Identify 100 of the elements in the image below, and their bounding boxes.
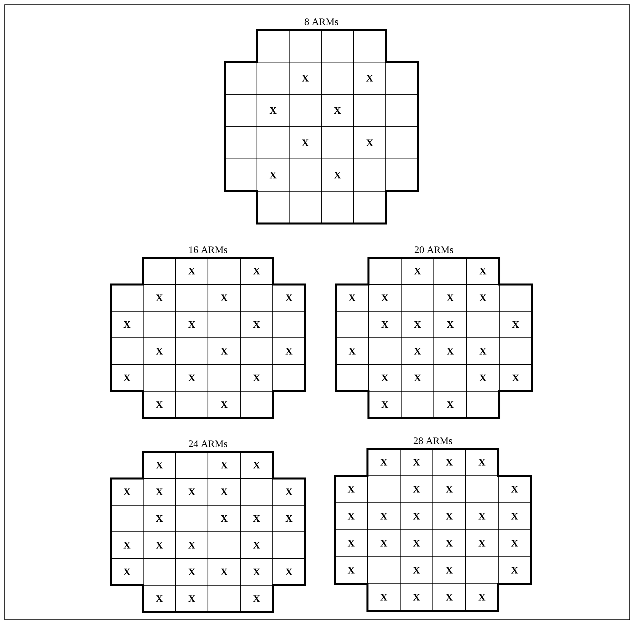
grid-cell <box>208 311 241 338</box>
marked-cell: X <box>367 502 401 530</box>
grid-cell <box>354 158 386 192</box>
marked-cell: X <box>143 585 176 612</box>
grid-cell <box>321 62 354 95</box>
grid-cell <box>272 364 306 392</box>
marked-cell: X <box>434 391 468 418</box>
marked-cell: X <box>400 584 434 612</box>
marked-cell: X <box>256 94 290 128</box>
grid-cell <box>368 258 402 285</box>
marked-cell: X <box>401 338 434 366</box>
marked-cell: X <box>400 556 434 584</box>
marked-cell: X <box>400 530 434 558</box>
grid-cell <box>386 62 418 95</box>
marked-cell: X <box>110 478 144 506</box>
grid-title: 24 ARMs <box>189 440 228 448</box>
marked-cell: X <box>334 556 368 584</box>
grid-cell <box>256 126 290 160</box>
marked-cell: X <box>336 284 369 312</box>
marked-cell: X <box>466 502 499 530</box>
marked-cell: X <box>272 478 306 506</box>
grid-cell <box>321 191 354 224</box>
marked-cell: X <box>368 311 402 338</box>
marked-cell: X <box>240 258 274 285</box>
marked-cell: X <box>498 502 532 530</box>
marked-cell: X <box>176 478 208 506</box>
grid-outline <box>110 451 306 614</box>
marked-cell: X <box>354 126 386 160</box>
grid-cell <box>208 258 241 285</box>
grid-cell <box>354 30 386 63</box>
marked-cell: X <box>272 338 306 366</box>
marked-cell: X <box>240 532 274 560</box>
marked-cell: X <box>401 364 434 392</box>
grid-cell <box>176 391 208 418</box>
marked-cell: X <box>240 505 274 532</box>
marked-cell: X <box>367 530 401 558</box>
grid-cell <box>272 532 306 560</box>
grid-cell <box>208 532 241 560</box>
grid-cell <box>224 126 258 160</box>
marked-cell: X <box>336 338 369 366</box>
grid-cell <box>289 191 322 224</box>
grid-cell <box>499 338 532 366</box>
marked-cell: X <box>176 311 208 338</box>
marked-cell: X <box>321 158 354 192</box>
grid-cell <box>466 556 499 584</box>
marked-cell: X <box>208 391 241 418</box>
grid-cell <box>240 478 274 506</box>
grid-cell <box>336 311 369 338</box>
marked-cell: X <box>466 364 500 392</box>
marked-cell: X <box>432 584 466 612</box>
grid-cell <box>110 505 144 532</box>
marked-cell: X <box>289 126 322 160</box>
marked-cell: X <box>466 584 499 612</box>
grid-title: 28 ARMs <box>414 438 452 444</box>
marked-cell: X <box>240 585 274 612</box>
grid-cell <box>176 452 208 479</box>
marked-cell: X <box>434 338 468 366</box>
marked-cell: X <box>143 452 176 479</box>
marked-cell: X <box>143 505 176 532</box>
marked-cell: X <box>208 284 241 312</box>
marked-cell: X <box>432 502 466 530</box>
marked-cell: X <box>400 448 434 476</box>
marked-cell: X <box>176 585 208 612</box>
marked-cell: X <box>400 476 434 504</box>
grid-cell <box>143 311 176 338</box>
marked-cell: X <box>498 476 532 504</box>
marked-cell: X <box>143 391 176 418</box>
marked-cell: X <box>176 558 208 586</box>
marked-cell: X <box>143 338 176 366</box>
grid-cell <box>354 94 386 128</box>
marked-cell: X <box>272 505 306 532</box>
marked-cell: X <box>272 284 306 312</box>
grid-cell <box>143 258 176 285</box>
marked-cell: X <box>499 364 532 392</box>
marked-cell: X <box>434 284 468 312</box>
marked-cell: X <box>110 311 144 338</box>
marked-cell: X <box>466 258 500 285</box>
marked-cell: X <box>368 284 402 312</box>
grid-cell <box>368 338 402 366</box>
marked-cell: X <box>334 476 368 504</box>
marked-cell: X <box>432 530 466 558</box>
grid-cell <box>208 364 241 392</box>
grid-cell <box>401 391 434 418</box>
grid-cell <box>466 311 500 338</box>
marked-cell: X <box>434 311 468 338</box>
grid-cell <box>240 284 274 312</box>
marked-cell: X <box>367 584 401 612</box>
grid-cell <box>354 191 386 224</box>
grid-title: 8 ARMs <box>304 18 338 26</box>
grid-cell <box>256 191 290 224</box>
marked-cell: X <box>176 364 208 392</box>
marked-cell: X <box>143 478 176 506</box>
marked-cell: X <box>240 558 274 586</box>
grid-cell <box>224 158 258 192</box>
marked-cell: X <box>401 258 434 285</box>
grid-cell <box>466 391 500 418</box>
marked-cell: X <box>240 311 274 338</box>
marked-cell: X <box>208 452 241 479</box>
marked-cell: X <box>466 448 499 476</box>
marked-cell: X <box>368 391 402 418</box>
